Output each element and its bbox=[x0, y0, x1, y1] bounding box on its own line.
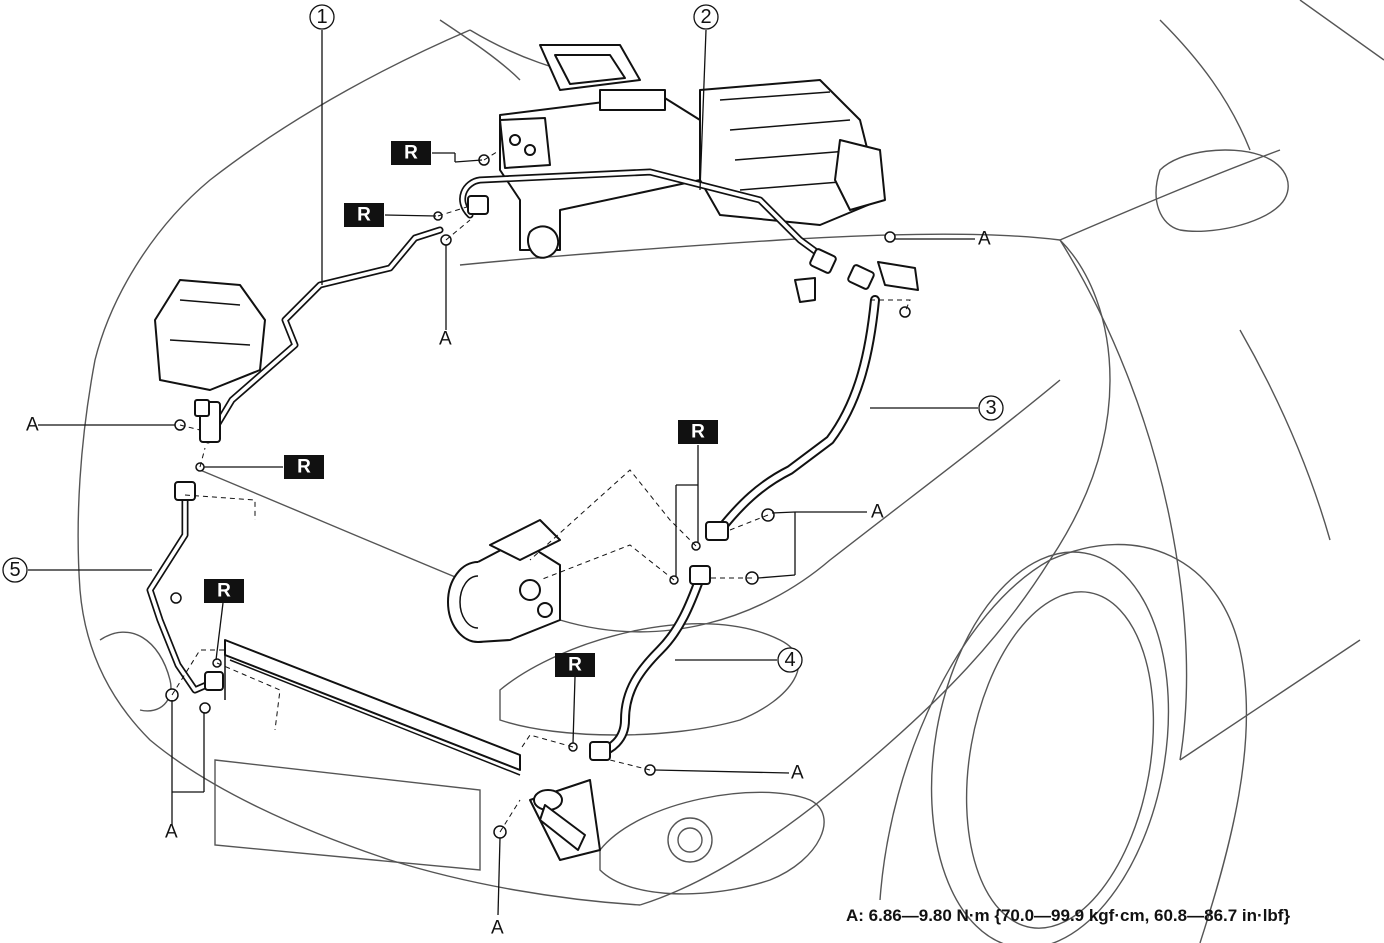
replace-marker-text: R bbox=[357, 205, 371, 226]
compressor bbox=[447, 519, 561, 643]
car-body-outline bbox=[77, 0, 1384, 943]
torque-label-a-upper-right: A bbox=[978, 229, 991, 250]
replace-marker-pipe-5: R bbox=[284, 455, 324, 479]
callout-1-text: 1 bbox=[316, 6, 327, 28]
pipe-1-liquid-line bbox=[194, 226, 444, 444]
leader-lines bbox=[28, 29, 978, 916]
callout-4: 4 bbox=[777, 647, 803, 673]
reservoir-box bbox=[154, 279, 266, 391]
callout-3: 3 bbox=[978, 395, 1004, 421]
replace-marker-text: R bbox=[217, 581, 231, 602]
replace-marker-text: R bbox=[568, 655, 582, 676]
torque-label-a-condenser-left: A bbox=[165, 822, 178, 843]
torque-specification-note: A: 6.86—9.80 N·m {70.0—99.9 kgf·cm, 60.8… bbox=[846, 906, 1291, 925]
torque-label-a-hvac: A bbox=[439, 329, 452, 350]
hose-4-discharge bbox=[589, 565, 711, 761]
condenser bbox=[224, 639, 601, 861]
hvac-unit bbox=[499, 44, 886, 259]
torque-label-a-left: A bbox=[26, 415, 39, 436]
callout-2: 2 bbox=[693, 4, 719, 30]
torque-label-a-hose-4: A bbox=[791, 763, 804, 784]
hose-3-low-pressure bbox=[705, 295, 880, 541]
assembly-guide-lines bbox=[171, 149, 911, 833]
callout-1: 1 bbox=[309, 4, 335, 30]
callout-4-text: 4 bbox=[784, 649, 795, 671]
replace-marker-condenser: R bbox=[204, 579, 244, 603]
callout-5-text: 5 bbox=[9, 559, 20, 581]
replace-marker-hose-4: R bbox=[555, 653, 595, 677]
replace-marker-text: R bbox=[404, 143, 418, 164]
torque-label-a-condenser-bottom: A bbox=[491, 918, 504, 939]
replace-marker-text: R bbox=[691, 422, 705, 443]
fasteners bbox=[165, 154, 911, 839]
replace-marker-hvac-upper: R bbox=[391, 141, 431, 165]
replace-marker-hvac-lower: R bbox=[344, 203, 384, 227]
callout-2-text: 2 bbox=[700, 6, 711, 28]
pipe-5-liquid-line bbox=[146, 481, 224, 694]
callout-3-text: 3 bbox=[985, 397, 996, 419]
torque-label-a-compressor: A bbox=[871, 502, 884, 523]
callout-5: 5 bbox=[2, 557, 28, 583]
replace-marker-text: R bbox=[297, 457, 311, 478]
replace-marker-compressor: R bbox=[678, 420, 718, 444]
